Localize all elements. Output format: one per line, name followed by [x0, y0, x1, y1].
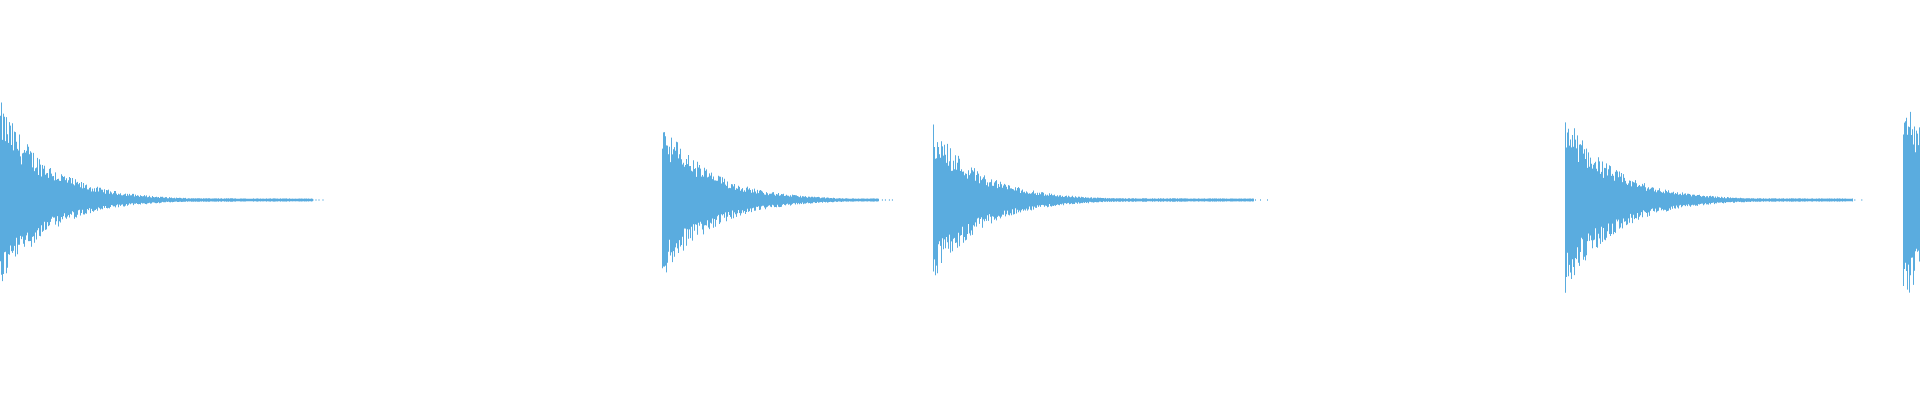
waveform-hit-body — [0, 102, 313, 282]
waveform-hit-tail — [845, 199, 893, 201]
waveform-hit-2 — [662, 132, 893, 273]
waveform-hit-tail — [265, 199, 324, 201]
waveform-hit-body — [1565, 122, 1853, 293]
waveform-hit-4 — [1565, 122, 1863, 293]
waveform-hit-body — [662, 132, 879, 273]
waveform-hit-tail — [1205, 199, 1268, 201]
waveform-hit-body — [1903, 111, 1920, 293]
waveform-hit-tail — [1809, 199, 1863, 201]
waveform-hit-body — [933, 124, 1254, 276]
waveform-hit-5 — [1903, 111, 1920, 293]
waveform-hit-1 — [0, 102, 324, 282]
waveform-hit-3 — [933, 124, 1268, 276]
